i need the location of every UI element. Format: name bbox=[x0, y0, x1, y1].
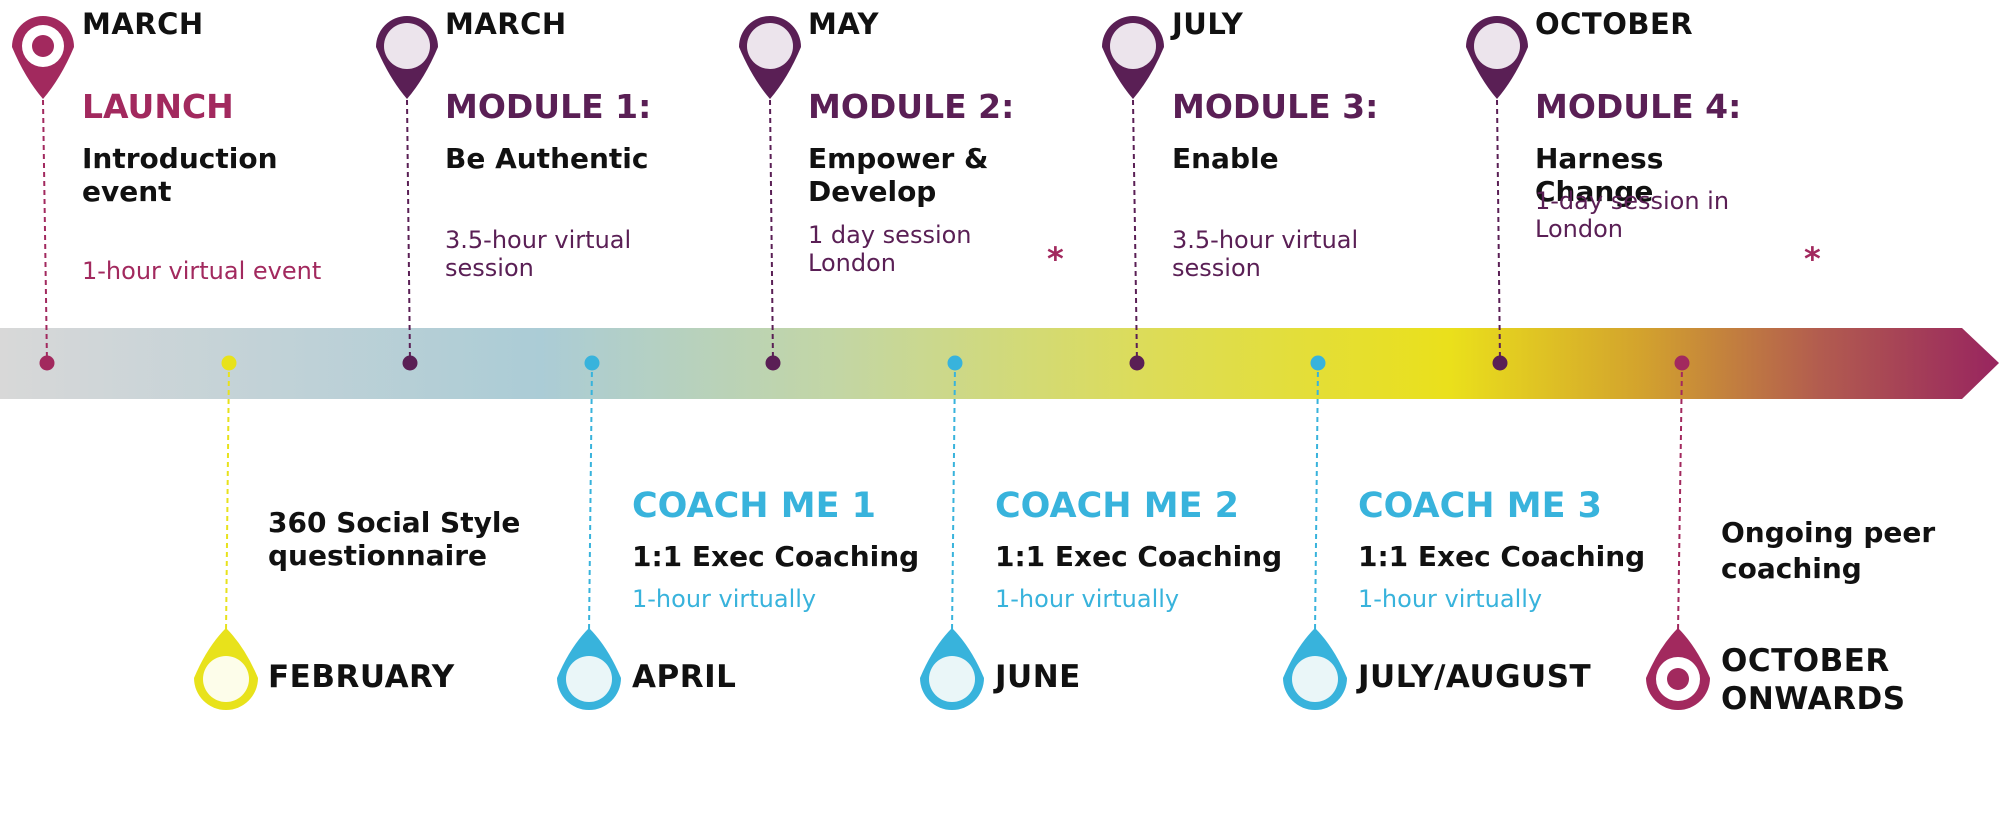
yellow-pin-icon bbox=[194, 628, 258, 710]
milestone-month: MAY bbox=[808, 7, 880, 41]
timeline-dot bbox=[1129, 355, 1145, 371]
milestone-title: Introduction event bbox=[82, 142, 278, 209]
cyan-pin-icon bbox=[920, 628, 984, 710]
milestone-title: 1:1 Exec Coaching bbox=[995, 540, 1283, 573]
timeline-arrow bbox=[0, 328, 1999, 399]
timeline-dot bbox=[1674, 355, 1690, 371]
milestone-description: 1-hour virtual event bbox=[82, 257, 322, 285]
milestone-title: Ongoing peer coaching bbox=[1721, 516, 1936, 586]
timeline-dot bbox=[947, 355, 963, 371]
milestone-title: 1:1 Exec Coaching bbox=[632, 540, 920, 573]
milestone-month: FEBRUARY bbox=[268, 659, 455, 695]
coaching-heading: COACH ME 1 bbox=[632, 486, 877, 526]
cyan-pin-icon bbox=[1283, 628, 1347, 710]
milestone-title: Be Authentic bbox=[445, 142, 649, 175]
connector-line bbox=[225, 362, 230, 633]
milestone-description: 3.5-hour virtual session bbox=[445, 226, 632, 283]
milestone-month: APRIL bbox=[632, 659, 737, 695]
milestone-month: MARCH bbox=[445, 7, 567, 41]
connector-line bbox=[769, 99, 774, 364]
connector-line bbox=[1132, 99, 1138, 364]
magenta-target-pin-icon bbox=[11, 15, 74, 100]
timeline-dot bbox=[402, 355, 418, 371]
connector-line bbox=[42, 99, 48, 364]
timeline-dot bbox=[765, 355, 781, 371]
cyan-pin-icon bbox=[557, 628, 621, 710]
timeline-dot bbox=[221, 355, 237, 371]
milestone-title: Harness Change bbox=[1535, 142, 1664, 209]
module-label: MODULE 3: bbox=[1172, 87, 1379, 126]
coaching-heading: COACH ME 2 bbox=[995, 486, 1240, 526]
coaching-heading: COACH ME 3 bbox=[1358, 486, 1603, 526]
module-label: MODULE 4: bbox=[1535, 87, 1742, 126]
milestone-description: 1-hour virtually bbox=[1358, 585, 1543, 613]
milestone-description: 1-day session in London bbox=[1535, 187, 1730, 244]
milestone-month: OCTOBER ONWARDS bbox=[1721, 643, 1906, 717]
milestone-month: OCTOBER bbox=[1535, 7, 1694, 41]
plum-pin-icon bbox=[1466, 16, 1528, 99]
milestone-month: MARCH bbox=[82, 7, 204, 41]
magenta-target-pin-icon bbox=[1646, 628, 1710, 710]
milestone-description: 3.5-hour virtual session bbox=[1172, 226, 1359, 283]
milestone-title: 1:1 Exec Coaching bbox=[1358, 540, 1646, 573]
timeline-dot bbox=[1492, 355, 1508, 371]
connector-line bbox=[1496, 99, 1501, 364]
connector-line bbox=[588, 362, 593, 633]
asterisk-note: * bbox=[1804, 240, 1821, 278]
milestone-description: 1-hour virtually bbox=[995, 585, 1180, 613]
milestone-month: JUNE bbox=[995, 659, 1081, 695]
milestone-description: 1-hour virtually bbox=[632, 585, 817, 613]
timeline-dot bbox=[584, 355, 600, 371]
timeline-dot bbox=[39, 355, 55, 371]
module-label: MODULE 2: bbox=[808, 87, 1015, 126]
milestone-title: 360 Social Style questionnaire bbox=[268, 506, 521, 573]
plum-pin-icon bbox=[1102, 16, 1164, 99]
connector-line bbox=[406, 99, 411, 364]
milestone-description: 1 day session London bbox=[808, 221, 972, 278]
milestone-title: Empower & Develop bbox=[808, 142, 989, 209]
plum-pin-icon bbox=[376, 16, 438, 99]
timeline-dot bbox=[1310, 355, 1326, 371]
module-label: LAUNCH bbox=[82, 87, 234, 126]
milestone-month: JULY/AUGUST bbox=[1358, 659, 1592, 695]
module-label: MODULE 1: bbox=[445, 87, 652, 126]
plum-pin-icon bbox=[739, 16, 801, 99]
asterisk-note: * bbox=[1047, 240, 1064, 278]
milestone-month: JULY bbox=[1172, 7, 1244, 41]
milestone-title: Enable bbox=[1172, 142, 1279, 175]
